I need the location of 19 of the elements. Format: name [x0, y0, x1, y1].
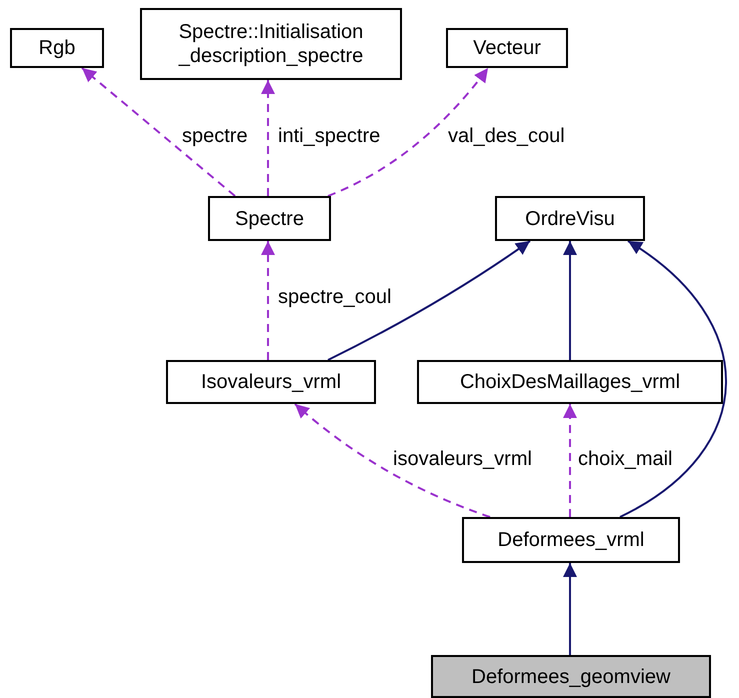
- arrow: [563, 563, 577, 655]
- class-box: Spectre::Initialisation _description_spectre: [140, 8, 402, 80]
- arrow: [328, 67, 489, 197]
- class-box: Vecteur: [446, 28, 568, 68]
- arrow: [261, 80, 275, 196]
- arrow: [328, 240, 531, 361]
- arrow: [563, 404, 577, 517]
- class-box: OrdreVisu: [495, 196, 645, 241]
- arrow: [81, 67, 236, 197]
- class-box: Deformees_geomview: [431, 655, 711, 698]
- arrow: [563, 241, 577, 360]
- class-box: Rgb: [10, 28, 104, 68]
- arrow: [620, 240, 727, 518]
- class-box: Deformees_vrml: [462, 517, 680, 563]
- class-box: Isovaleurs_vrml: [166, 360, 376, 404]
- arrow: [294, 403, 490, 518]
- class-box: Spectre: [208, 196, 331, 241]
- class-box: ChoixDesMaillages_vrml: [417, 360, 723, 404]
- arrow: [261, 241, 275, 360]
